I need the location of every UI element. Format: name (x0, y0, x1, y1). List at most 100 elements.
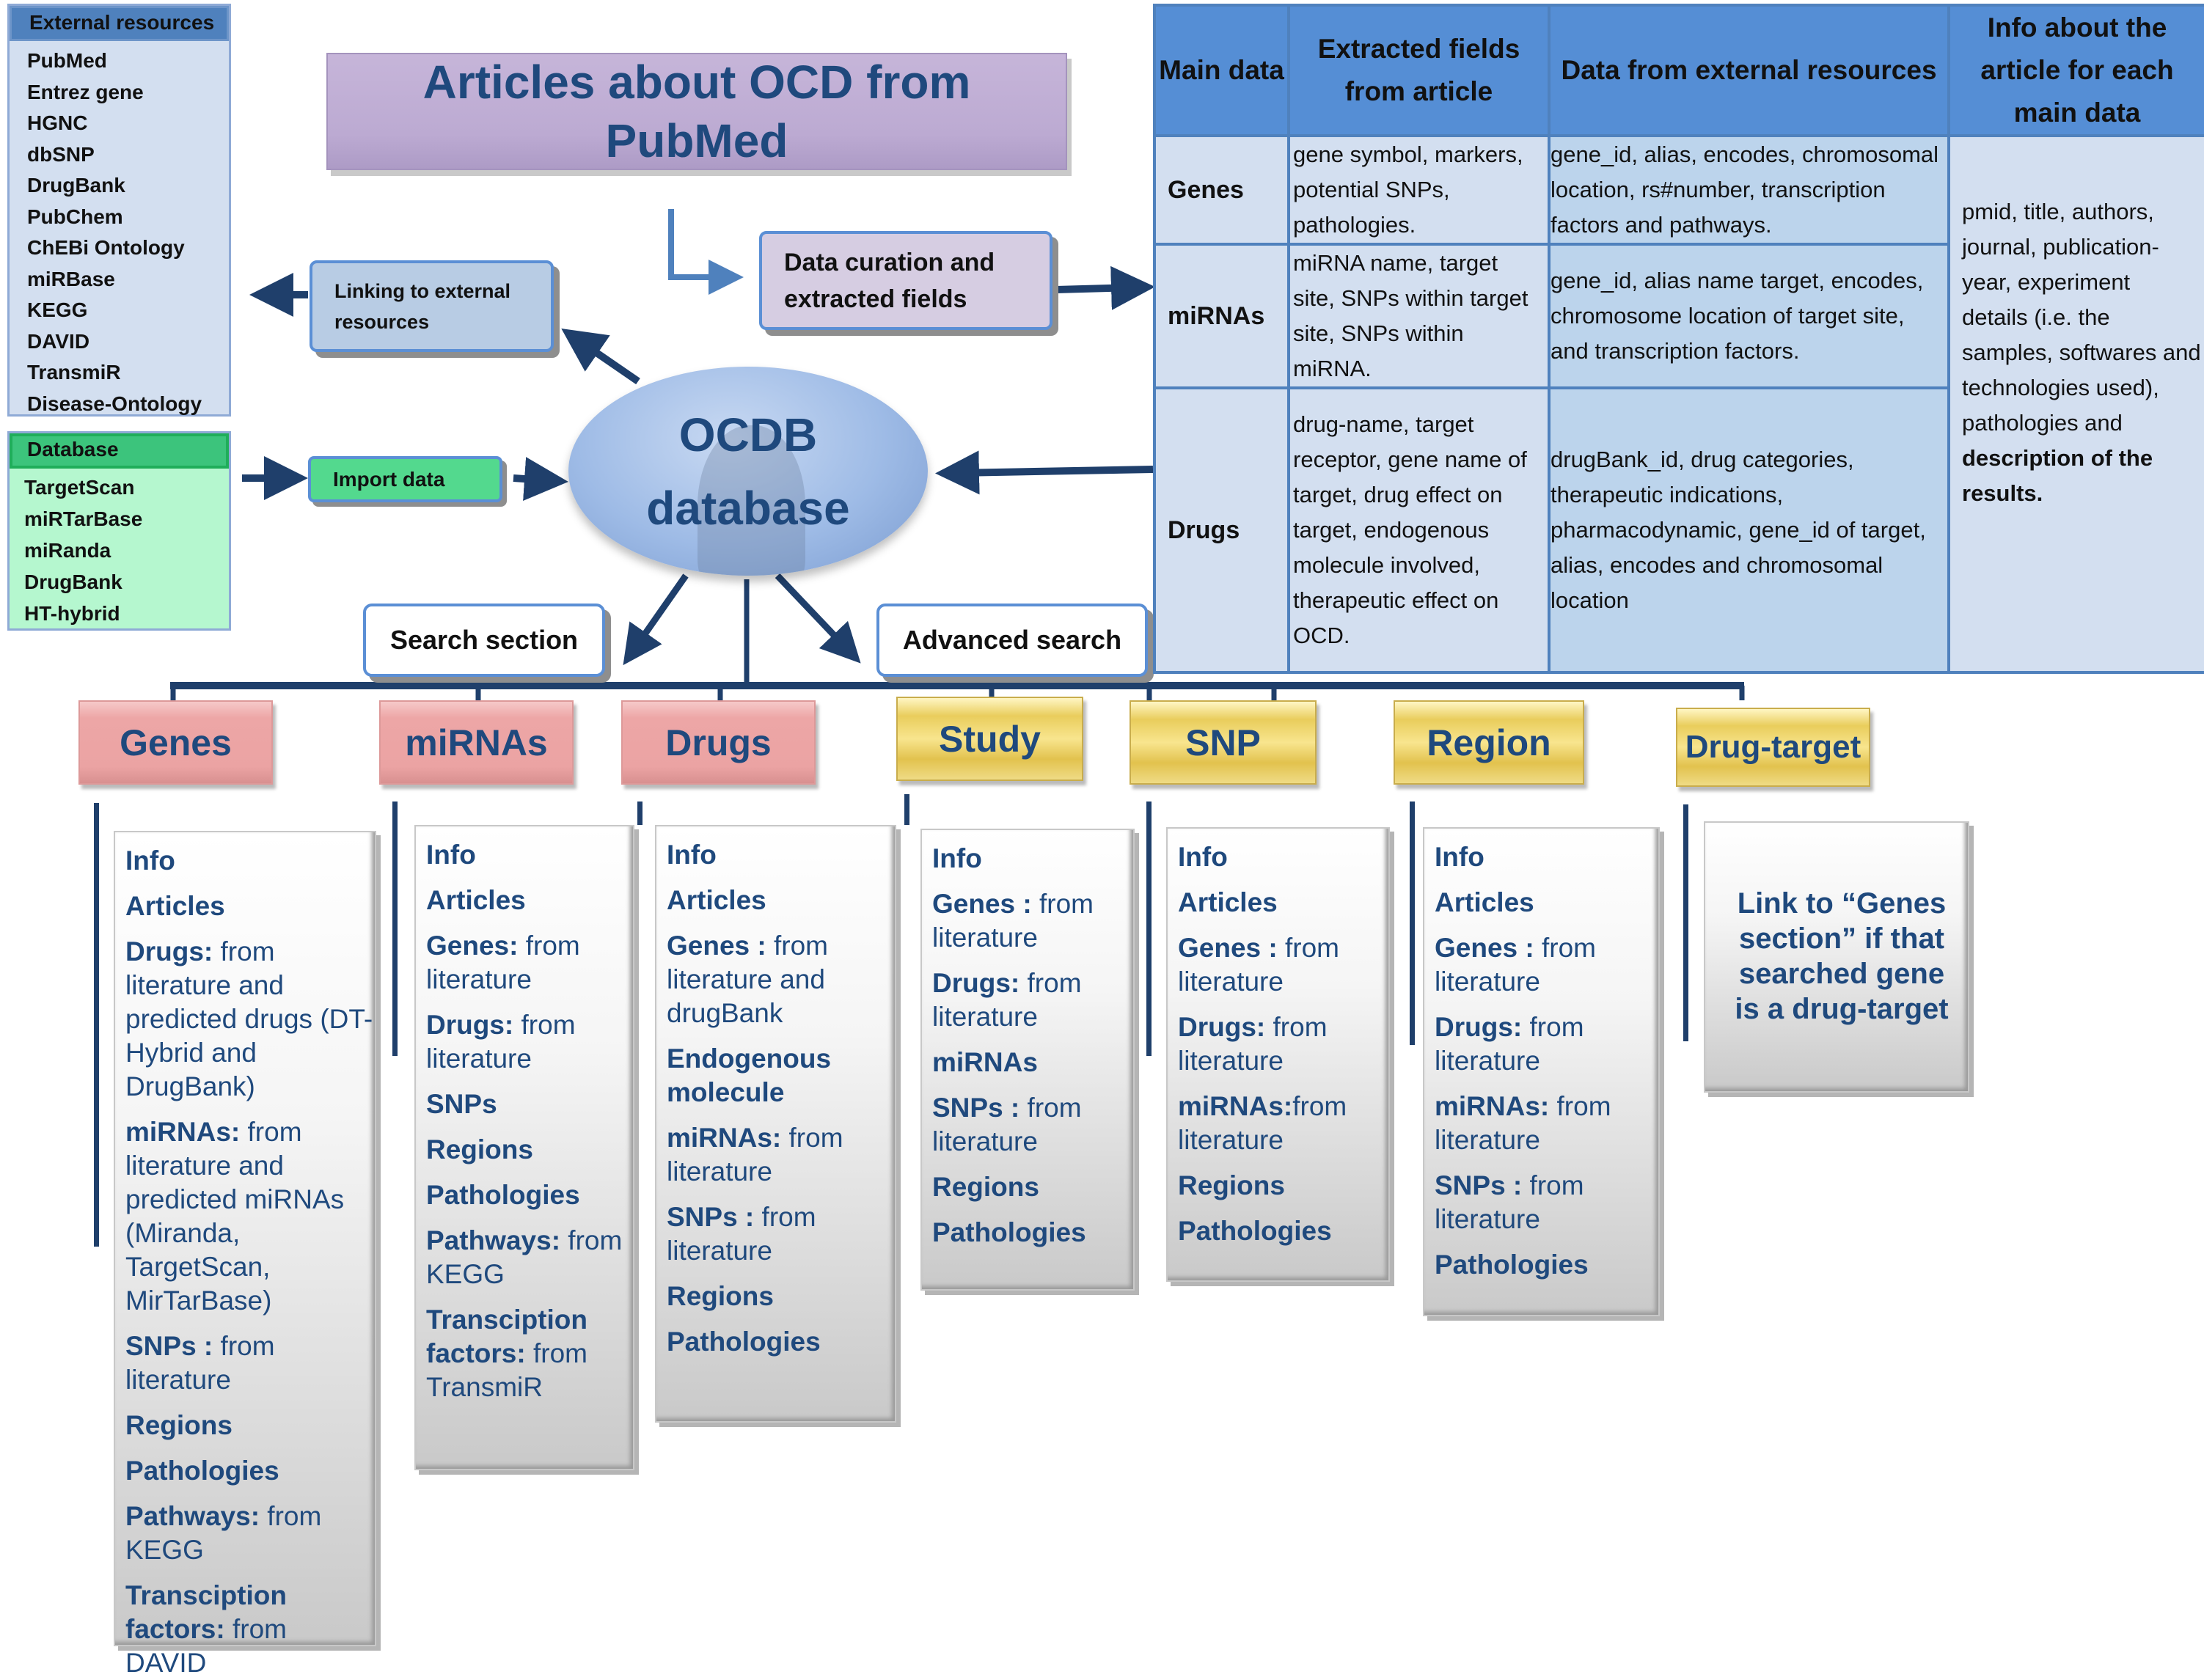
external-resource-item: KEGG (27, 298, 88, 321)
list-item-label: Genes : (932, 889, 1032, 919)
external-resource-item: Entrez gene (27, 80, 144, 103)
list-item[interactable]: miRNAs: from literature (1435, 1090, 1658, 1157)
list-item[interactable]: Pathologies (932, 1216, 1133, 1250)
list-item[interactable]: Pathologies (667, 1325, 895, 1359)
row-extracted: drug-name, target receptor, gene name of… (1287, 386, 1551, 674)
row-external: drugBank_id, drug categories, therapeuti… (1548, 386, 1950, 674)
list-item-source: from literature (1435, 1091, 1611, 1155)
list-item-source: from KEGG (125, 1501, 322, 1565)
external-resource-item: DAVID (27, 329, 90, 353)
list-item[interactable]: Info (426, 838, 633, 872)
list-item[interactable]: Endogenous molecule (667, 1042, 895, 1109)
list-item[interactable]: SNPs : from literature (667, 1200, 895, 1268)
list-item-label: SNPs (426, 1089, 497, 1119)
external-resource-item: PubMed (27, 49, 107, 72)
list-item-label: SNPs : (932, 1093, 1020, 1123)
list-item[interactable]: Info (125, 844, 375, 878)
list-item[interactable]: SNPs : from literature (125, 1329, 375, 1397)
list-item[interactable]: Articles (125, 889, 375, 923)
list-item[interactable]: Genes: from literature (426, 929, 633, 997)
connector-line (1410, 802, 1415, 1045)
section-list-drug-target: Link to “Genes section” if that searched… (1704, 821, 1969, 1093)
data-curation-text: Data curation and extracted fields (784, 248, 995, 313)
list-item[interactable]: Pathologies (1178, 1214, 1388, 1248)
list-item[interactable]: Genes : from literature (1435, 931, 1658, 999)
arrow-ocdb-to-search (623, 573, 689, 666)
list-item[interactable]: Regions (1178, 1169, 1388, 1203)
table-row: miRNAs miRNA name, target site, SNPs wit… (1153, 243, 2204, 389)
list-item[interactable]: Regions (667, 1280, 895, 1313)
list-item-label: Articles (667, 885, 766, 915)
tab-region[interactable]: Region (1394, 700, 1584, 785)
list-item[interactable]: Articles (1178, 886, 1388, 920)
list-item[interactable]: Drugs: from literature (1178, 1010, 1388, 1078)
tab-genes[interactable]: Genes (78, 700, 273, 785)
tab-drugs[interactable]: Drugs (621, 700, 816, 785)
list-item[interactable]: Transciption factors: from TransmiR (426, 1303, 633, 1404)
list-item-source: from literature and predicted miRNAs (Mi… (125, 1117, 345, 1316)
list-item[interactable]: Regions (125, 1409, 375, 1442)
list-item-source: from literature (1178, 1012, 1328, 1076)
list-item[interactable]: Genes : from literature and drugBank (667, 929, 895, 1030)
list-item[interactable]: Regions (932, 1170, 1133, 1204)
external-resource-item: Disease-Ontology (27, 392, 202, 415)
list-item[interactable]: miRNAs: from literature (667, 1121, 895, 1189)
import-data-box: Import data (308, 456, 502, 502)
tab-mirnas[interactable]: miRNAs (379, 700, 574, 785)
list-item-label: Drugs: (426, 1010, 514, 1040)
database-item: HT-hybrid (24, 602, 120, 625)
list-item[interactable]: Regions (426, 1133, 633, 1167)
list-item[interactable]: Drugs: from literature (426, 1008, 633, 1076)
list-item[interactable]: Drugs: from literature (1435, 1010, 1658, 1078)
list-item[interactable]: Info (1435, 840, 1658, 874)
list-item[interactable]: Info (932, 842, 1133, 876)
search-section-box[interactable]: Search section (363, 604, 605, 677)
list-item[interactable]: Articles (667, 884, 895, 917)
list-item-label: Regions (426, 1134, 533, 1164)
external-resource-item: DrugBank (27, 174, 125, 197)
list-item[interactable]: Pathways: from KEGG (125, 1500, 375, 1567)
external-resources-title: External resources (10, 6, 229, 41)
list-item[interactable]: Genes : from literature (1178, 931, 1388, 999)
list-item[interactable]: Drugs: from literature and predicted dru… (125, 935, 375, 1104)
tab-study[interactable]: Study (896, 697, 1083, 781)
tab-drug-target[interactable]: Drug-target (1676, 708, 1870, 787)
list-item[interactable]: Pathologies (426, 1178, 633, 1212)
table-header-row: Main data Extracted fields from article … (1153, 4, 2204, 137)
list-item[interactable]: Transciption factors: from DAVID (125, 1579, 375, 1680)
list-item[interactable]: Pathways: from KEGG (426, 1224, 633, 1291)
list-item-label: Drugs: (1178, 1012, 1266, 1042)
list-item[interactable]: Pathologies (1435, 1248, 1658, 1282)
list-item[interactable]: miRNAs:from literature (1178, 1090, 1388, 1157)
list-item[interactable]: Info (667, 838, 895, 872)
list-item-source: from literature (1178, 933, 1339, 997)
advanced-search-box[interactable]: Advanced search (876, 604, 1148, 677)
arrow-table-to-ocdb (935, 450, 1154, 495)
list-item[interactable]: Genes : from literature (932, 887, 1133, 955)
list-item[interactable]: Drugs: from literature (932, 966, 1133, 1034)
list-item[interactable]: SNPs (426, 1087, 633, 1121)
title-box: Articles about OCD from PubMed (326, 53, 1067, 170)
list-item-label: SNPs : (667, 1202, 755, 1232)
list-item-label: SNPs : (1435, 1170, 1523, 1200)
list-item-label: miRNAs: (1435, 1091, 1550, 1121)
list-item[interactable]: Articles (1435, 886, 1658, 920)
list-item[interactable]: SNPs : from literature (1435, 1169, 1658, 1236)
database-item: TargetScan (24, 476, 135, 499)
arrow-curation-to-table (1055, 265, 1155, 310)
header-extracted-fields: Extracted fields from article (1287, 4, 1551, 137)
list-item[interactable]: Articles (426, 884, 633, 917)
list-item-label: Articles (1435, 887, 1534, 917)
list-item-source: from literature (426, 1010, 576, 1074)
database-title: Database (10, 433, 229, 469)
list-item[interactable]: miRNAs (932, 1046, 1133, 1079)
list-item[interactable]: miRNAs: from literature and predicted mi… (125, 1115, 375, 1318)
list-item[interactable]: Pathologies (125, 1454, 375, 1488)
list-item[interactable]: SNPs : from literature (932, 1091, 1133, 1159)
tab-snp[interactable]: SNP (1130, 700, 1317, 785)
drug-target-description: Link to “Genes section” if that searched… (1735, 887, 1949, 1025)
list-item[interactable]: Info (1178, 840, 1388, 874)
